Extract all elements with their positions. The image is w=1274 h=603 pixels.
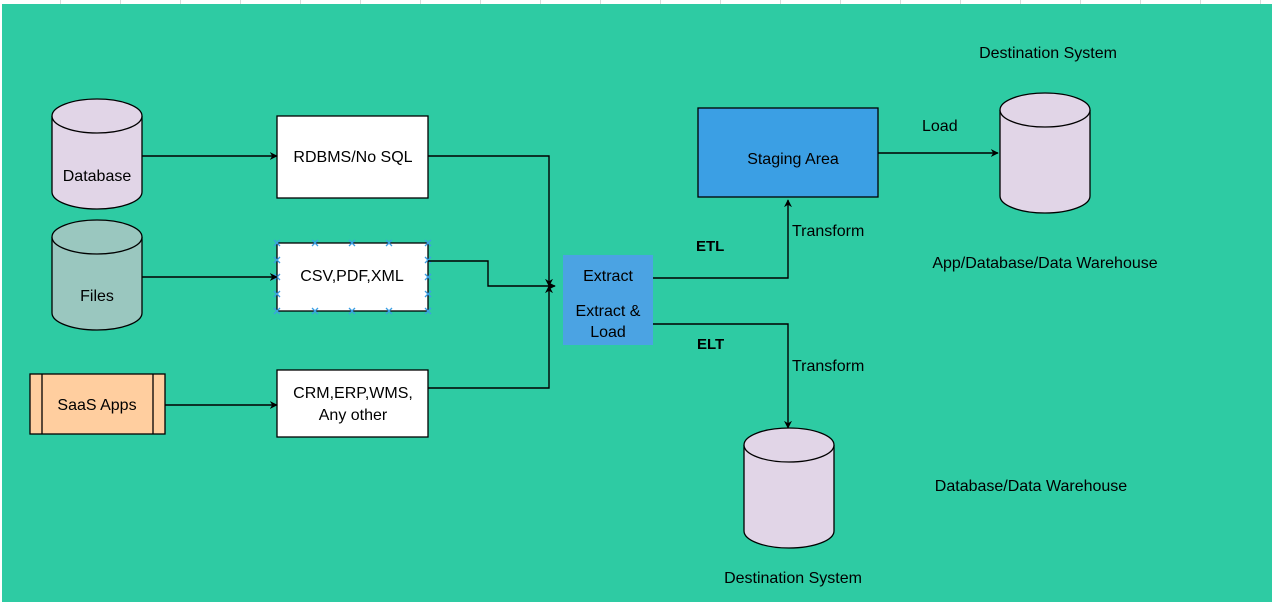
canvas-grid-line (1260, 0, 1261, 4)
canvas-grid-line (240, 0, 241, 4)
canvas-grid-line (660, 0, 661, 4)
elt-destination-caption: Database/Data Warehouse (935, 478, 1128, 495)
canvas-grid-line (1080, 0, 1081, 4)
files-label: Files (80, 288, 114, 305)
canvas-grid-line (1200, 0, 1201, 4)
canvas-grid-line (540, 0, 541, 4)
source-arrows (142, 152, 278, 409)
canvas-grid-line (600, 0, 601, 4)
canvas-grid-line (420, 0, 421, 4)
extract-box[interactable]: Extract Extract & Load (563, 255, 653, 345)
staging-area-label: Staging Area (747, 151, 839, 168)
format-arrows (428, 155, 556, 389)
files-cylinder[interactable]: Files (51, 219, 143, 331)
elt-transform-label: Transform (792, 358, 864, 375)
diagram-svg: Database Files SaaS Apps RDBMS/No SQL (29, 45, 1158, 587)
etl-label: ETL (696, 238, 724, 255)
elt-destination-cylinder[interactable] (743, 427, 835, 549)
arrow-extract-to-staging (653, 199, 792, 279)
canvas-grid-line (840, 0, 841, 4)
etl-transform-label: Transform (792, 223, 864, 240)
canvas-grid-line (120, 0, 121, 4)
selection-handles (273, 239, 432, 315)
canvas-grid-line (180, 0, 181, 4)
csv-pdf-xml-box[interactable]: CSV,PDF,XML (273, 239, 432, 315)
etl-elt-diagram: Database Files SaaS Apps RDBMS/No SQL (2, 4, 1272, 602)
arrow-csv-to-extract (428, 260, 556, 290)
canvas-grid-line (960, 0, 961, 4)
crm-erp-box[interactable]: CRM,ERP,WMS, Any other (276, 369, 429, 438)
canvas-grid-line (480, 0, 481, 4)
database-label: Database (63, 168, 132, 185)
crm-label-line1: CRM,ERP,WMS, (293, 385, 413, 402)
saas-apps-box[interactable]: SaaS Apps (29, 373, 166, 435)
arrow-rdbms-to-extract (428, 155, 553, 287)
database-cylinder[interactable]: Database (51, 98, 143, 210)
etl-destination-cylinder[interactable] (999, 92, 1091, 214)
extract-load-label-line2: Load (590, 324, 626, 341)
arrow-crm-to-extract (428, 285, 553, 389)
arrow-extract-to-elt-destination (653, 323, 792, 429)
extract-label: Extract (583, 268, 633, 285)
crm-label-line2: Any other (319, 407, 388, 424)
canvas-grid-line (1020, 0, 1021, 4)
elt-destination-title: Destination System (724, 570, 862, 587)
staging-area-box[interactable]: Staging Area (697, 107, 879, 198)
canvas-grid-line (900, 0, 901, 4)
canvas-grid-line (1140, 0, 1141, 4)
saas-apps-label: SaaS Apps (57, 397, 136, 414)
etl-destination-caption: App/Database/Data Warehouse (932, 255, 1157, 272)
csv-pdf-xml-label: CSV,PDF,XML (300, 268, 404, 285)
canvas-grid-line (360, 0, 361, 4)
load-label: Load (922, 118, 958, 135)
rdbms-label: RDBMS/No SQL (293, 149, 412, 166)
canvas-grid-line (780, 0, 781, 4)
etl-destination-title: Destination System (979, 45, 1117, 62)
canvas-grid-line (60, 0, 61, 4)
rdbms-box[interactable]: RDBMS/No SQL (276, 115, 429, 199)
elt-label: ELT (697, 336, 724, 353)
canvas-grid-line (300, 0, 301, 4)
extract-load-label-line1: Extract & (576, 303, 641, 320)
canvas-grid-line (720, 0, 721, 4)
